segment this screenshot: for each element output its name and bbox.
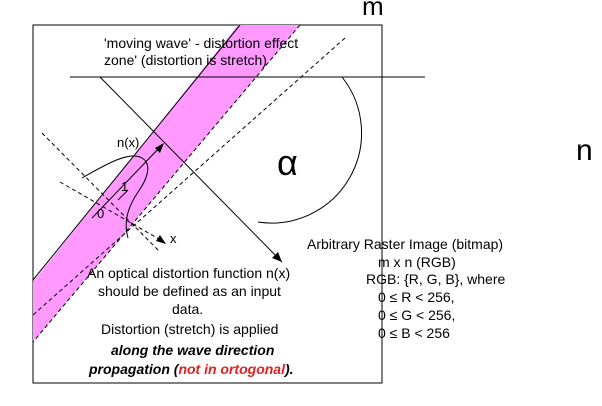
description-line-4: Distortion (stretch) is applied xyxy=(101,321,279,337)
raster-line-3: 0 ≤ R < 256, xyxy=(378,289,455,305)
raster-line-1: m x n (RGB) xyxy=(378,254,456,270)
angle-alpha-label: α xyxy=(277,142,298,183)
angle-arc xyxy=(257,76,363,224)
axis-tick xyxy=(117,189,129,201)
raster-line-4: 0 ≤ G < 256, xyxy=(378,307,456,323)
description-line-3: data. xyxy=(172,301,204,317)
description-line-2: should be defined as an input xyxy=(98,283,281,299)
zone-caption-line2: zone' (distortion is stretch) xyxy=(104,52,267,68)
wave-direction-note: along the wave direction xyxy=(111,342,275,358)
nx-axis-label: n(x) xyxy=(117,135,140,150)
dimension-m-label: m xyxy=(362,0,384,21)
nx-axis-arrow xyxy=(91,144,163,219)
description-line-1: An optical distortion function n(x) xyxy=(87,265,291,281)
not-orthogonal-text: not in ortogonal xyxy=(178,361,285,377)
raster-image-frame xyxy=(32,24,383,384)
wave-direction-arrowhead xyxy=(272,252,282,262)
origin-zero-label: 0 xyxy=(97,206,105,221)
zone-edge-dashed xyxy=(32,24,301,343)
propagation-text: propagation ( xyxy=(89,361,179,377)
x-axis-arrowhead xyxy=(156,235,166,244)
raster-line-2: RGB: {R, G, B}, where xyxy=(366,271,506,287)
nx-axis-arrowhead xyxy=(155,143,164,153)
dimension-n-label: n xyxy=(576,134,593,167)
distortion-function-curve xyxy=(81,155,149,239)
closing-paren-text: ). xyxy=(284,361,294,377)
zone-edge-solid xyxy=(32,24,241,281)
x-axis-label: x xyxy=(170,231,177,246)
raster-line-5: 0 ≤ B < 256 xyxy=(378,325,450,341)
raster-title: Arbitrary Raster Image (bitmap) xyxy=(307,236,504,252)
propagation-note: propagation (not in ortogonal). xyxy=(89,361,294,377)
wave-direction-arrow xyxy=(99,76,283,263)
zone-caption-line1: 'moving wave' - distortion effect xyxy=(104,35,299,51)
tick-one-label: 1 xyxy=(121,179,129,194)
x-axis-arrow xyxy=(59,181,165,243)
